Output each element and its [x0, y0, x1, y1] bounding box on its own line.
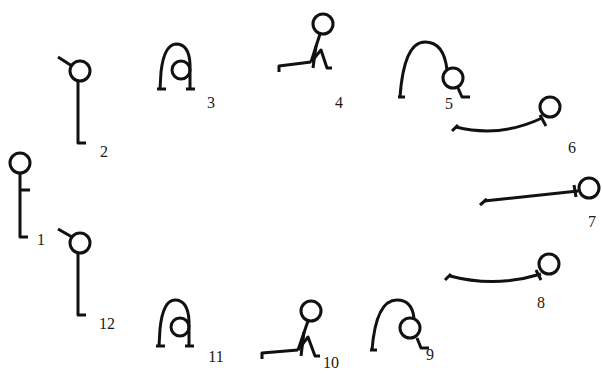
callout-number: 12	[99, 316, 115, 332]
callout-number: 5	[445, 96, 453, 112]
callout-number: 8	[537, 295, 545, 311]
callout-number: 3	[207, 95, 215, 111]
figure-downward-dog	[398, 42, 470, 97]
figure-standing	[10, 153, 30, 237]
callout-number: 10	[323, 355, 339, 371]
callout-number: 4	[335, 95, 343, 111]
callout-number: 11	[208, 349, 223, 365]
figure-plank	[445, 254, 559, 282]
figure-raised-arms	[58, 57, 90, 143]
figure-raised-arms	[58, 229, 90, 315]
figure-downward-dog	[370, 300, 429, 350]
callout-number: 7	[588, 214, 596, 230]
callout-number: 6	[568, 140, 576, 156]
figure-plank	[452, 97, 560, 131]
callout-number: 9	[426, 347, 434, 363]
figure-lunge	[262, 301, 321, 359]
figure-forward-fold	[157, 44, 195, 89]
figure-lunge	[279, 14, 333, 72]
callout-number: 2	[100, 144, 108, 160]
callout-number: 1	[37, 232, 45, 248]
figure-forward-fold	[156, 300, 194, 346]
figure-prone	[480, 178, 599, 205]
